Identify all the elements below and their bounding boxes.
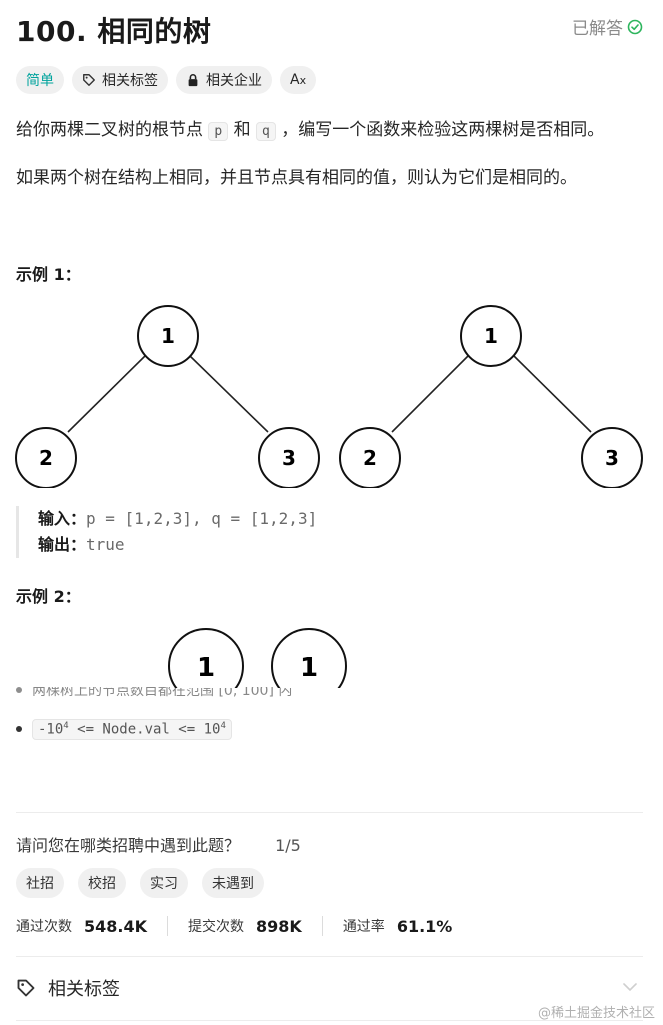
divider-2 xyxy=(16,956,643,957)
divider-3 xyxy=(16,1020,643,1021)
solved-status: 已解答 xyxy=(572,14,643,39)
encounter-question: 请问您在哪类招聘中遇到此题？ 1/5 xyxy=(16,836,301,855)
tree-p: 1 2 3 xyxy=(15,305,320,489)
constraint-2: -104 <= Node.val <= 104 xyxy=(16,719,232,740)
pass-value: 548.4K xyxy=(84,916,148,936)
translate-icon: Ax xyxy=(290,72,307,88)
tree-p-root: 1 xyxy=(161,324,175,348)
tree-p-left: 2 xyxy=(39,446,53,470)
example-1-output: 输出：true xyxy=(38,535,125,554)
tree-q-root: 1 xyxy=(484,324,498,348)
tree-q: 1 2 3 xyxy=(339,305,643,489)
tree-q-left: 2 xyxy=(363,446,377,470)
example-2-node-b: 1 xyxy=(300,653,318,683)
page-title: 100. 相同的树 xyxy=(16,15,212,48)
example-2-node-a: 1 xyxy=(197,653,215,683)
lock-icon xyxy=(188,74,198,87)
example-1-title: 示例 1： xyxy=(16,265,81,284)
translate-button[interactable]: Ax xyxy=(280,66,317,94)
related-companies-button[interactable]: 相关企业 xyxy=(176,66,272,94)
tag-row: 简单 相关标签 相关企业 Ax xyxy=(16,66,317,94)
tag-icon xyxy=(83,74,95,86)
option-campus[interactable]: 校招 xyxy=(78,868,126,898)
submit-label: 提交次数 xyxy=(188,919,245,935)
option-intern[interactable]: 实习 xyxy=(140,868,188,898)
stats-row: 通过次数 548.4K 提交次数 898K 通过率 61.1% xyxy=(16,916,452,936)
example-1-trees: 1 2 3 1 2 3 xyxy=(15,305,643,489)
pass-label: 通过次数 xyxy=(16,919,72,935)
example-2-title: 示例 2： xyxy=(16,587,81,606)
constraint-2-code: -104 <= Node.val <= 104 xyxy=(32,719,232,740)
related-tags-button[interactable]: 相关标签 xyxy=(72,66,168,94)
tree-q-right: 3 xyxy=(605,446,619,470)
code-q: q xyxy=(256,122,276,141)
solved-label: 已解答 xyxy=(572,19,623,39)
rate-value: 61.1% xyxy=(396,916,453,936)
encounter-count: 1/5 xyxy=(275,836,301,855)
difficulty-badge[interactable]: 简单 xyxy=(16,66,64,94)
tag-icon xyxy=(17,979,35,997)
submit-value: 898K xyxy=(256,916,302,936)
option-never[interactable]: 未遇到 xyxy=(202,868,264,898)
example-2-trees: 1 1 xyxy=(168,628,347,688)
watermark: @稀土掘金技术社区 xyxy=(537,1006,655,1021)
rate-label: 通过率 xyxy=(342,919,385,935)
divider xyxy=(16,812,643,813)
option-social[interactable]: 社招 xyxy=(16,868,64,898)
encounter-options: 社招 校招 实习 未遇到 xyxy=(16,868,264,898)
code-p: p xyxy=(208,122,229,141)
tree-clip xyxy=(0,488,663,498)
check-circle-icon xyxy=(627,19,643,34)
tree-p-right: 3 xyxy=(282,446,296,470)
description-line-2: 如果两个树在结构上相同，并且节点具有相同的值，则认为它们是相同的。 xyxy=(16,168,577,188)
description-line-1: 给你两棵二叉树的根节点 p 和 q ，编写一个函数来检验这两棵树是否相同。 xyxy=(16,120,605,141)
chevron-down-icon[interactable] xyxy=(621,978,639,996)
example-1-input: 输入：p = [1,2,3], q = [1,2,3] xyxy=(38,509,318,528)
example-1-io: 输入：p = [1,2,3], q = [1,2,3] 输出：true xyxy=(16,506,317,558)
related-tags-section[interactable]: 相关标签 xyxy=(16,975,120,1001)
